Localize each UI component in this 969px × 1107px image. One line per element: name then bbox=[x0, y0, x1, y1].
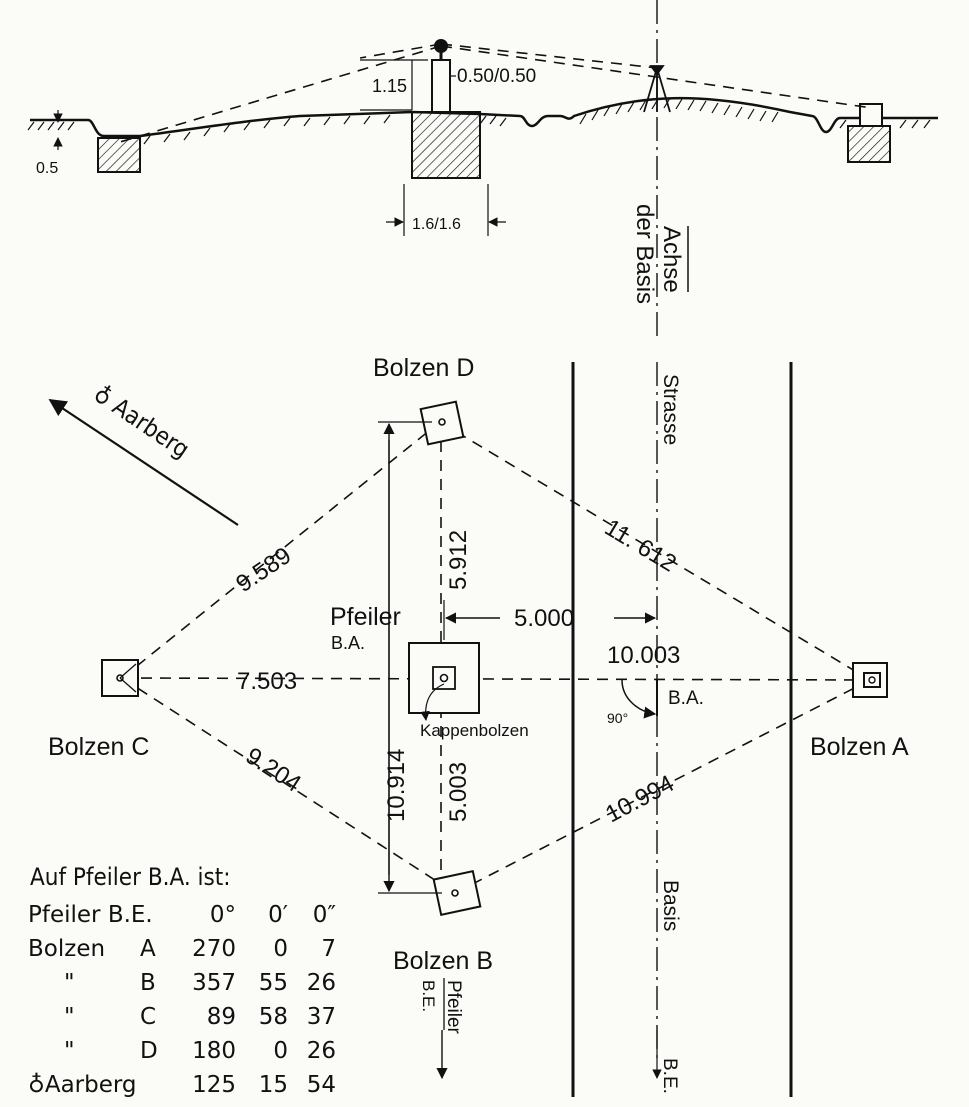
pillar-label-line2: B.A. bbox=[331, 633, 365, 653]
basis-label: Basis bbox=[659, 880, 682, 931]
table-cell: Bolzen bbox=[28, 936, 105, 962]
axis-label-line1: Achse bbox=[658, 226, 685, 293]
pillar-axis-dimension bbox=[443, 600, 657, 640]
table-cell: 37 bbox=[307, 1004, 336, 1030]
axis-label-line2: der Basis bbox=[631, 204, 658, 304]
table-cell: 54 bbox=[307, 1072, 336, 1098]
bolt-b-label: Bolzen B bbox=[393, 947, 493, 975]
height-label: 1.15 bbox=[372, 76, 407, 96]
table-cell: B bbox=[140, 970, 156, 996]
height-dimension bbox=[360, 59, 428, 111]
aarberg-label: ♁ Aarberg bbox=[89, 380, 195, 464]
dist-pillar-d: 5.912 bbox=[445, 530, 472, 590]
profile-section: 1.15 0.50/0.50 0.5 1.6/1.6 Achse der Bas… bbox=[27, 0, 938, 340]
street-label: Strasse bbox=[659, 374, 682, 445]
table-cell: " bbox=[64, 1004, 75, 1030]
pillar-foundation bbox=[411, 111, 481, 179]
bolt-b bbox=[432, 870, 482, 916]
table-cell: 125 bbox=[192, 1072, 236, 1098]
table-cell: 270 bbox=[192, 936, 236, 962]
table-cell: " bbox=[64, 970, 75, 996]
table-cell: 26 bbox=[307, 1038, 336, 1064]
bolt-a-label: Bolzen A bbox=[810, 733, 909, 761]
aarberg-arrow bbox=[48, 399, 239, 526]
table-cell: ♁Aarberg bbox=[28, 1072, 137, 1098]
table-title: Auf Pfeiler B.A. ist: bbox=[30, 863, 231, 891]
table-cell: C bbox=[140, 1004, 156, 1030]
survey-lines bbox=[121, 421, 871, 894]
plan-section: Bolzen D Bolzen C Bolzen B Bolzen A Pfei… bbox=[48, 354, 909, 1097]
dist-c-d: 9.589 bbox=[231, 542, 296, 598]
table-cell: " bbox=[64, 1038, 75, 1064]
table-cell: 7 bbox=[321, 936, 336, 962]
base-width-label: 1.6/1.6 bbox=[412, 216, 461, 233]
table-cell: 0 bbox=[273, 1038, 288, 1064]
table-cell: 55 bbox=[259, 970, 288, 996]
table-cell: 89 bbox=[207, 1004, 236, 1030]
cap-bolt-label: Kappenbolzen bbox=[420, 721, 529, 740]
pfeiler-be-line1: Pfeiler bbox=[443, 980, 464, 1035]
ditch-block-left bbox=[97, 137, 141, 173]
ba-label: B.A. bbox=[668, 688, 704, 709]
dist-pillar-a: 10.003 bbox=[607, 642, 680, 669]
bd-dimension bbox=[378, 421, 442, 894]
table-cell: 357 bbox=[192, 970, 236, 996]
table-cell: 58 bbox=[259, 1004, 288, 1030]
bolt-a bbox=[852, 662, 888, 698]
table-cell: 0° bbox=[210, 902, 236, 928]
table-row: " D 180 0 26 bbox=[64, 1038, 336, 1064]
table-cell: A bbox=[140, 936, 156, 962]
dist-d-a: 11. 612 bbox=[600, 514, 681, 577]
bolt-c-label: Bolzen C bbox=[48, 733, 149, 761]
pillar-shaft bbox=[431, 59, 451, 113]
right-angle-arc bbox=[621, 679, 657, 719]
table-row: Bolzen A 270 0 7 bbox=[28, 936, 336, 962]
pillar-label-line1: Pfeiler bbox=[330, 603, 401, 631]
table-row: " B 357 55 26 bbox=[64, 970, 336, 996]
dist-b-a: 10.994 bbox=[601, 770, 678, 828]
be-label: B.E. bbox=[659, 1058, 680, 1094]
dist-c-b: 9.204 bbox=[241, 742, 306, 797]
dist-c-pillar: 7.503 bbox=[237, 668, 297, 695]
table-cell: 0′ bbox=[268, 902, 288, 928]
pillar-ba bbox=[408, 642, 480, 721]
table-cell: 0″ bbox=[313, 902, 337, 928]
right-block-top bbox=[859, 103, 883, 127]
pfeiler-be-line2: B.E. bbox=[419, 980, 438, 1012]
table-row: ♁Aarberg 125 15 54 bbox=[28, 1072, 336, 1098]
right-block bbox=[847, 125, 891, 163]
angle-label: 90° bbox=[607, 710, 628, 726]
dist-b-d: 10.914 bbox=[383, 749, 410, 822]
pillar-top-label: 0.50/0.50 bbox=[457, 66, 536, 87]
table-cell: Pfeiler B.E. bbox=[28, 902, 153, 928]
dist-pillar-b: 5.003 bbox=[445, 762, 472, 822]
bolt-d-label: Bolzen D bbox=[373, 354, 474, 382]
table-row: " C 89 58 37 bbox=[64, 1004, 336, 1030]
table-row: Pfeiler B.E. 0° 0′ 0″ bbox=[28, 902, 336, 928]
ditch-depth-label: 0.5 bbox=[36, 160, 58, 177]
ground-line bbox=[30, 96, 938, 138]
table-cell: 180 bbox=[192, 1038, 236, 1064]
table-cell: 0 bbox=[273, 936, 288, 962]
table-cell: D bbox=[140, 1038, 158, 1064]
angle-table: Auf Pfeiler B.A. ist: Pfeiler B.E. 0° 0′ 0″… bbox=[28, 863, 336, 1098]
base-width-dimension bbox=[386, 184, 506, 236]
bolt-d bbox=[419, 400, 465, 446]
bolt-c bbox=[101, 659, 139, 697]
table-cell: 26 bbox=[307, 970, 336, 996]
dist-pillar-axis: 5.000 bbox=[514, 605, 574, 632]
table-cell: 15 bbox=[259, 1072, 288, 1098]
sight-lines bbox=[119, 43, 873, 143]
